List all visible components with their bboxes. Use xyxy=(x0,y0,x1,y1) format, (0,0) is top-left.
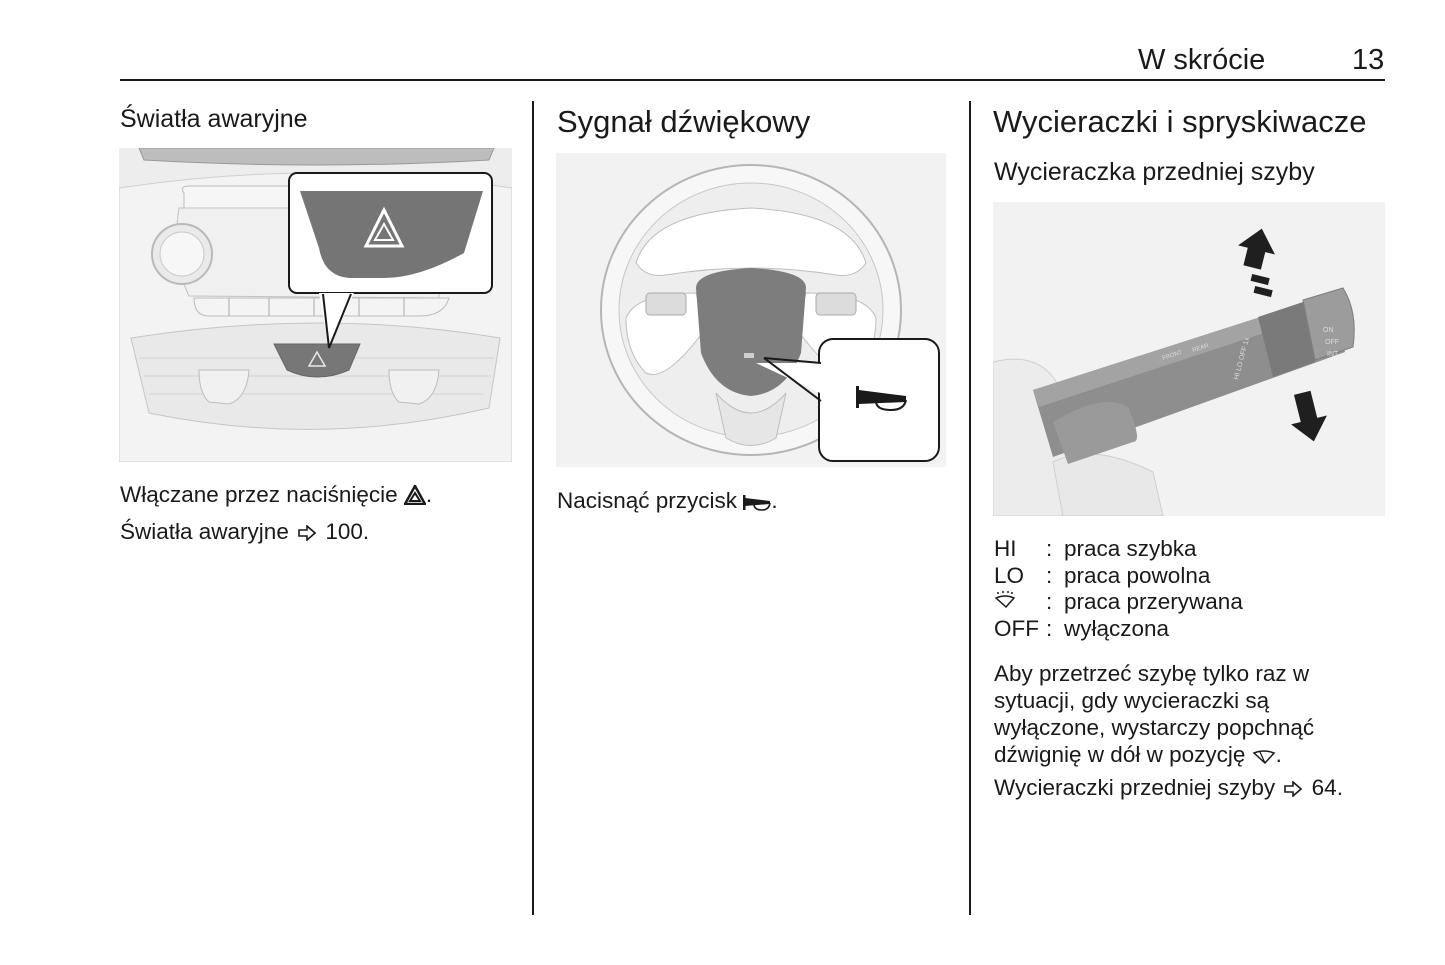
legend-key: HI xyxy=(994,536,1017,561)
xref-text: Światła awaryjne xyxy=(120,519,289,544)
hazard-triangle-icon xyxy=(402,481,428,515)
legend-row-intermittent: : praca przerywana xyxy=(994,589,1243,616)
horn-instruction-text: Nacisnąć przycisk xyxy=(557,488,738,513)
svg-text:REAR: REAR xyxy=(1192,343,1210,354)
single-wipe-icon xyxy=(1252,744,1276,771)
legend-colon: : xyxy=(1046,589,1053,614)
header-rule xyxy=(120,79,1385,81)
xref-text: Wycieraczki przedniej szyby xyxy=(994,775,1276,800)
wiper-lever-illustration: FRONT REAR HI LO OFF 1x ON OFF INT xyxy=(993,202,1385,516)
paragraph-line: dźwignię w dół w pozycję . xyxy=(994,741,1384,771)
wipers-xref-line[interactable]: Wycieraczki przedniej szyby 64. xyxy=(994,771,1343,807)
legend-row-off: OFF : wyłączona xyxy=(994,616,1243,643)
hazard-instruction-text: Włączane przez naciśnięcie xyxy=(120,482,398,507)
wipers-heading: Wycieraczki i spryskiwacze xyxy=(993,104,1367,139)
legend-row-lo: LO : praca powolna xyxy=(994,563,1243,590)
arrow-reference-icon xyxy=(1284,773,1303,807)
legend-colon: : xyxy=(1046,562,1053,588)
hazard-xref-line[interactable]: Światła awaryjne 100. xyxy=(120,515,432,551)
front-wiper-subheading: Wycieraczka przedniej szyby xyxy=(994,158,1315,186)
legend-colon: : xyxy=(1046,536,1053,561)
hazard-lights-instruction: Włączane przez naciśnięcie . Światła awa… xyxy=(120,478,432,551)
horn-instruction: Nacisnąć przycisk . xyxy=(557,484,778,521)
paragraph-line: wyłączone, wystarczy popchnąć xyxy=(994,715,1315,740)
intermittent-wiper-icon xyxy=(994,589,1046,616)
xref-page[interactable]: 64. xyxy=(1311,775,1343,800)
column-divider xyxy=(969,101,971,915)
horn-icon xyxy=(743,487,772,521)
svg-text:INT: INT xyxy=(1327,351,1339,358)
sentence-period: . xyxy=(771,488,778,513)
sentence-period: . xyxy=(1275,742,1282,767)
wiper-position-legend: HI : praca szybka LO : praca powolna : p… xyxy=(994,536,1243,642)
single-wipe-paragraph: Aby przetrzeć szybę tylko raz w sytuacji… xyxy=(994,660,1384,771)
paragraph-line: sytuacji, gdy wycieraczki są xyxy=(994,688,1270,713)
svg-text:ON: ON xyxy=(1323,327,1334,334)
legend-row-hi: HI : praca szybka xyxy=(994,536,1243,563)
legend-colon: : xyxy=(1046,615,1053,641)
hazard-instruction-line: Włączane przez naciśnięcie . xyxy=(120,478,432,515)
legend-key: OFF xyxy=(994,615,1039,641)
section-title: W skrócie xyxy=(1138,44,1266,76)
hazard-lights-button-illustration xyxy=(119,148,512,462)
column-divider xyxy=(532,101,534,915)
hazard-lights-heading: Światła awaryjne xyxy=(120,105,308,133)
legend-value: wyłączona xyxy=(1064,615,1170,641)
steering-wheel-horn-illustration xyxy=(556,153,946,467)
arrow-reference-icon xyxy=(298,517,317,551)
sentence-period: . xyxy=(425,482,433,507)
horn-heading: Sygnał dźwiękowy xyxy=(557,104,811,139)
xref-page[interactable]: 100. xyxy=(325,519,370,544)
legend-value: praca przerywana xyxy=(1064,589,1243,614)
legend-key: LO xyxy=(994,562,1025,588)
svg-text:OFF: OFF xyxy=(1325,339,1339,346)
legend-value: praca powolna xyxy=(1064,562,1211,588)
page-number: 13 xyxy=(1352,44,1385,76)
paragraph-line: Aby przetrzeć szybę tylko raz w xyxy=(994,661,1310,686)
legend-value: praca szybka xyxy=(1064,536,1197,561)
paragraph-line-text: dźwignię w dół w pozycję xyxy=(994,742,1246,767)
